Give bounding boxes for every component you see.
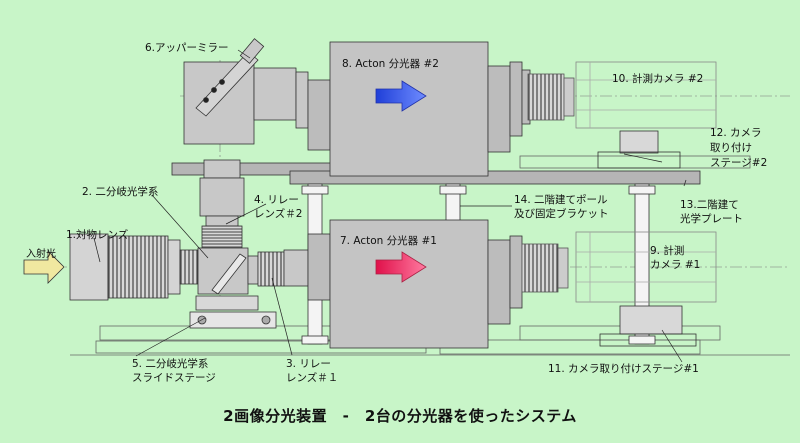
leader-lines xyxy=(93,49,687,363)
spectrometer-1 xyxy=(307,219,523,349)
base-rails xyxy=(70,155,790,356)
camera-mount-stage-1 xyxy=(599,305,697,347)
label-second-floor-plate: 13.二階建て 光学プレート xyxy=(680,199,743,225)
incident-light-arrow xyxy=(23,250,65,284)
relay-lens-2 xyxy=(199,159,245,251)
label-objective-lens: 1.対物レンズ xyxy=(66,229,129,241)
upper-mirror xyxy=(183,38,309,145)
label-spectrometer-2: 8. Acton 分光器 #2 xyxy=(342,58,439,70)
camera-1 xyxy=(521,231,717,303)
label-camera-mount-stage-1: 11. カメラ取り付けステージ#1 xyxy=(548,363,699,375)
label-camera-1: 9. 計測 カメラ #1 xyxy=(650,245,701,271)
label-upper-mirror: 6.アッパーミラー xyxy=(145,42,229,54)
beam-splitter-slide-stage xyxy=(189,295,277,329)
beam-splitter xyxy=(197,247,259,295)
blue-arrow xyxy=(375,80,427,112)
label-pole-bracket: 14. 二階建てポール 及び固定ブラケット xyxy=(514,194,609,220)
relay-lens-1 xyxy=(257,249,309,287)
label-incident-light: 入射光 xyxy=(26,249,56,260)
label-relay-lens-2: 4. リレー レンズ＃2 xyxy=(254,194,303,220)
label-camera-mount-stage-2: 12. カメラ 取り付け ステージ#2 xyxy=(710,127,768,169)
label-relay-lens-1: 3. リレー レンズ＃１ xyxy=(286,358,339,384)
label-camera-2: 10. 計測カメラ #2 xyxy=(612,73,704,85)
camera-2 xyxy=(527,61,717,129)
label-spectrometer-1: 7. Acton 分光器 #1 xyxy=(340,235,437,247)
objective-lens xyxy=(69,233,199,301)
label-slide-stage: 5. 二分岐光学系 スライドステージ xyxy=(132,358,216,384)
spectrometer-2 xyxy=(307,41,531,177)
camera-mount-stage-2 xyxy=(597,130,681,169)
label-beam-splitter: 2. 二分岐光学系 xyxy=(82,186,159,198)
red-arrow xyxy=(375,251,427,283)
diagram-title: 2画像分光装置 - 2台の分光器を使ったシステム xyxy=(223,407,577,425)
